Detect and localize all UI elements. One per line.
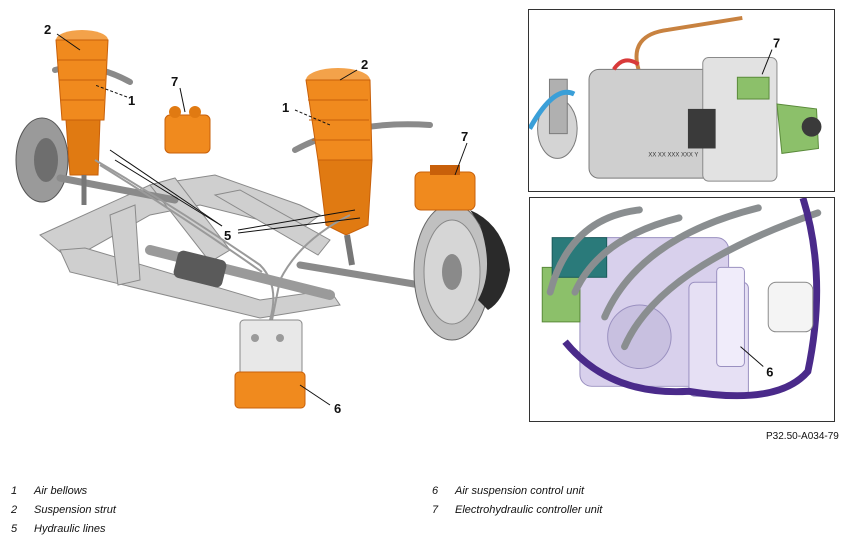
right-brake-disc — [413, 203, 510, 341]
legend-right: 6 Air suspension control unit 7 Electroh… — [432, 481, 602, 519]
legend-label: Hydraulic lines — [34, 522, 106, 535]
inset-electrohydraulic-unit: XX XX XXX XXX Y 7 — [528, 9, 835, 192]
front-axle-illustration: 2 1 7 2 1 7 5 6 — [15, 22, 510, 416]
legend-item: 1 Air bellows — [11, 481, 116, 500]
legend-number: 2 — [11, 503, 18, 516]
legend-left: 1 Air bellows 2 Suspension strut 5 Hydra… — [11, 481, 116, 538]
legend-item: 2 Suspension strut — [11, 500, 116, 519]
filter — [767, 281, 814, 333]
legend-item: 5 Hydraulic lines — [11, 519, 116, 538]
callout-1-right: 1 — [282, 100, 289, 115]
callout-6: 6 — [334, 401, 341, 416]
legend-label: Electrohydraulic controller unit — [455, 503, 603, 516]
callout-2-right: 2 — [361, 57, 368, 72]
air-suspension-control-unit — [234, 319, 306, 409]
inset-top-drawing: XX XX XXX XXX Y 7 — [529, 15, 822, 182]
legend-label: Air bellows — [34, 484, 88, 497]
right-electrohydraulic-unit — [414, 165, 476, 211]
legend-number: 7 — [432, 503, 439, 516]
inset-air-suspension-unit: 6 — [529, 197, 835, 422]
callout-1-left: 1 — [128, 93, 135, 108]
callout-7-right: 7 — [461, 129, 468, 144]
callout-5: 5 — [224, 228, 231, 243]
legend-number: 5 — [11, 522, 18, 535]
upper-control-arms — [52, 63, 433, 153]
legend-number: 1 — [11, 484, 18, 497]
inset-top-marking: XX XX XXX XXX Y — [648, 152, 698, 158]
air-lines-grey — [546, 204, 822, 351]
steering-gear — [145, 245, 335, 300]
legend-number: 6 — [432, 484, 439, 497]
legend-label: Air suspension control unit — [455, 484, 585, 497]
inset-bottom-drawing: 6 — [541, 198, 822, 400]
right-suspension-strut — [305, 68, 373, 266]
legend-item: 6 Air suspension control unit — [432, 481, 602, 500]
legend-item: 7 Electrohydraulic controller unit — [432, 500, 602, 519]
purple-line — [562, 198, 821, 400]
reference-code: P32.50-A034-79 — [766, 431, 839, 442]
inset-top-callout-7: 7 — [773, 36, 780, 51]
inset-bottom-callout-6: 6 — [766, 364, 773, 379]
left-air-bellows — [58, 59, 106, 101]
legend-label: Suspension strut — [34, 503, 116, 516]
callout-7-left: 7 — [171, 74, 178, 89]
pump-assembly — [588, 56, 778, 182]
callout-leaders — [56, 33, 468, 406]
mounting-bracket — [776, 103, 822, 154]
control-unit-housing — [688, 266, 749, 397]
callout-2-left: 2 — [44, 22, 51, 37]
left-brake-disc — [15, 117, 69, 203]
left-electrohydraulic-unit — [164, 106, 211, 154]
